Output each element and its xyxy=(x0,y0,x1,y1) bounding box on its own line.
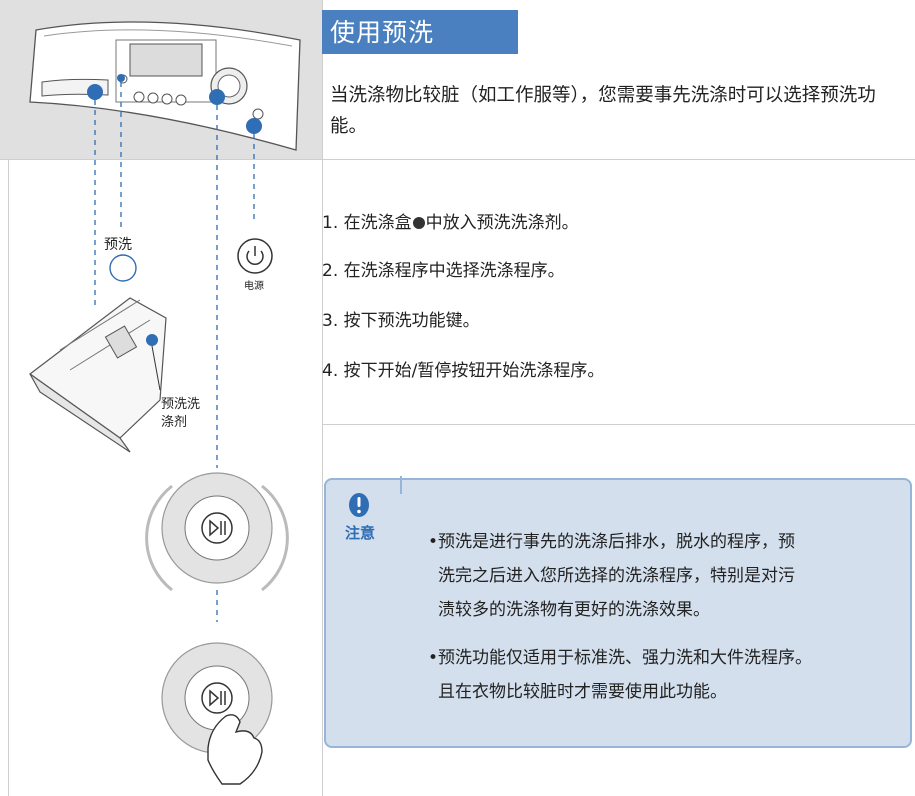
detergent-label-line2: 涤剂 xyxy=(161,415,188,430)
step-4: 4. 按下开始/暂停按钮开始洗涤程序。 xyxy=(322,356,604,381)
control-panel-illustration xyxy=(29,21,301,151)
play-pause-icon xyxy=(201,512,233,544)
compartment-marker-icon xyxy=(412,217,425,229)
power-label: 电源 xyxy=(244,281,264,292)
step-number: 4. xyxy=(322,361,339,381)
caution-divider xyxy=(400,476,402,494)
prewash-button-illustration xyxy=(109,254,137,282)
note-line: 渍较多的洗涤物有更好的洗涤效果。 xyxy=(438,600,710,620)
leader-lines xyxy=(94,82,255,622)
bullet-dot: • xyxy=(428,532,439,552)
note-line: 预洗功能仅适用于标准洗、强力洗和大件洗程序。 xyxy=(438,648,812,668)
washer-illustration xyxy=(28,21,301,785)
step-text: 在洗涤程序中选择洗涤程序。 xyxy=(343,261,565,281)
step-1: 1. 在洗涤盒中放入预洗洗涤剂。 xyxy=(322,208,579,233)
title-banner xyxy=(322,10,518,54)
step-text-pre: 在洗涤盒 xyxy=(343,213,412,233)
section-divider xyxy=(322,424,915,425)
caution-label: 注意 xyxy=(345,524,376,542)
detergent-drawer-illustration xyxy=(28,297,167,453)
detergent-label-line1: 预洗洗 xyxy=(161,397,201,412)
exclamation-icon xyxy=(349,493,369,517)
step-text: 按下开始/暂停按钮开始洗涤程序。 xyxy=(343,361,605,381)
column-divider xyxy=(322,0,323,796)
caution-box xyxy=(324,478,912,748)
step-text-post: 中放入预洗洗涤剂。 xyxy=(425,213,579,233)
note-line: 预洗是进行事先的洗涤后排水，脱水的程序，预 xyxy=(438,532,795,552)
play-pause-icon xyxy=(201,682,233,714)
prewash-label: 预洗 xyxy=(104,237,132,253)
step-2: 2. 在洗涤程序中选择洗涤程序。 xyxy=(322,256,565,281)
column-border xyxy=(8,160,9,796)
caution-note-1: 预洗是进行事先的洗涤后排水，脱水的程序，预 洗完之后进入您所选择的洗涤程序，特别… xyxy=(438,525,908,627)
step-number: 2. xyxy=(322,261,339,281)
step-3: 3. 按下预洗功能键。 xyxy=(322,306,480,331)
caution-note-2: 预洗功能仅适用于标准洗、强力洗和大件洗程序。 且在衣物比较脏时才需要使用此功能。 xyxy=(438,641,908,709)
power-icon xyxy=(237,238,273,274)
note-line: 且在衣物比较脏时才需要使用此功能。 xyxy=(438,682,727,702)
page-title: 使用预洗 xyxy=(330,18,435,47)
hand-pointer-icon xyxy=(207,714,263,785)
note-line: 洗完之后进入您所选择的洗涤程序，特别是对污 xyxy=(438,566,795,586)
step-number: 3. xyxy=(322,311,339,331)
bullet-dot: • xyxy=(428,648,439,668)
section-divider xyxy=(0,159,915,160)
step-text: 按下预洗功能键。 xyxy=(343,311,480,331)
step-number: 1. xyxy=(322,213,339,233)
intro-text: 当洗涤物比较脏（如工作服等），您需要事先洗涤时可以选择预洗功能。 xyxy=(330,85,876,137)
